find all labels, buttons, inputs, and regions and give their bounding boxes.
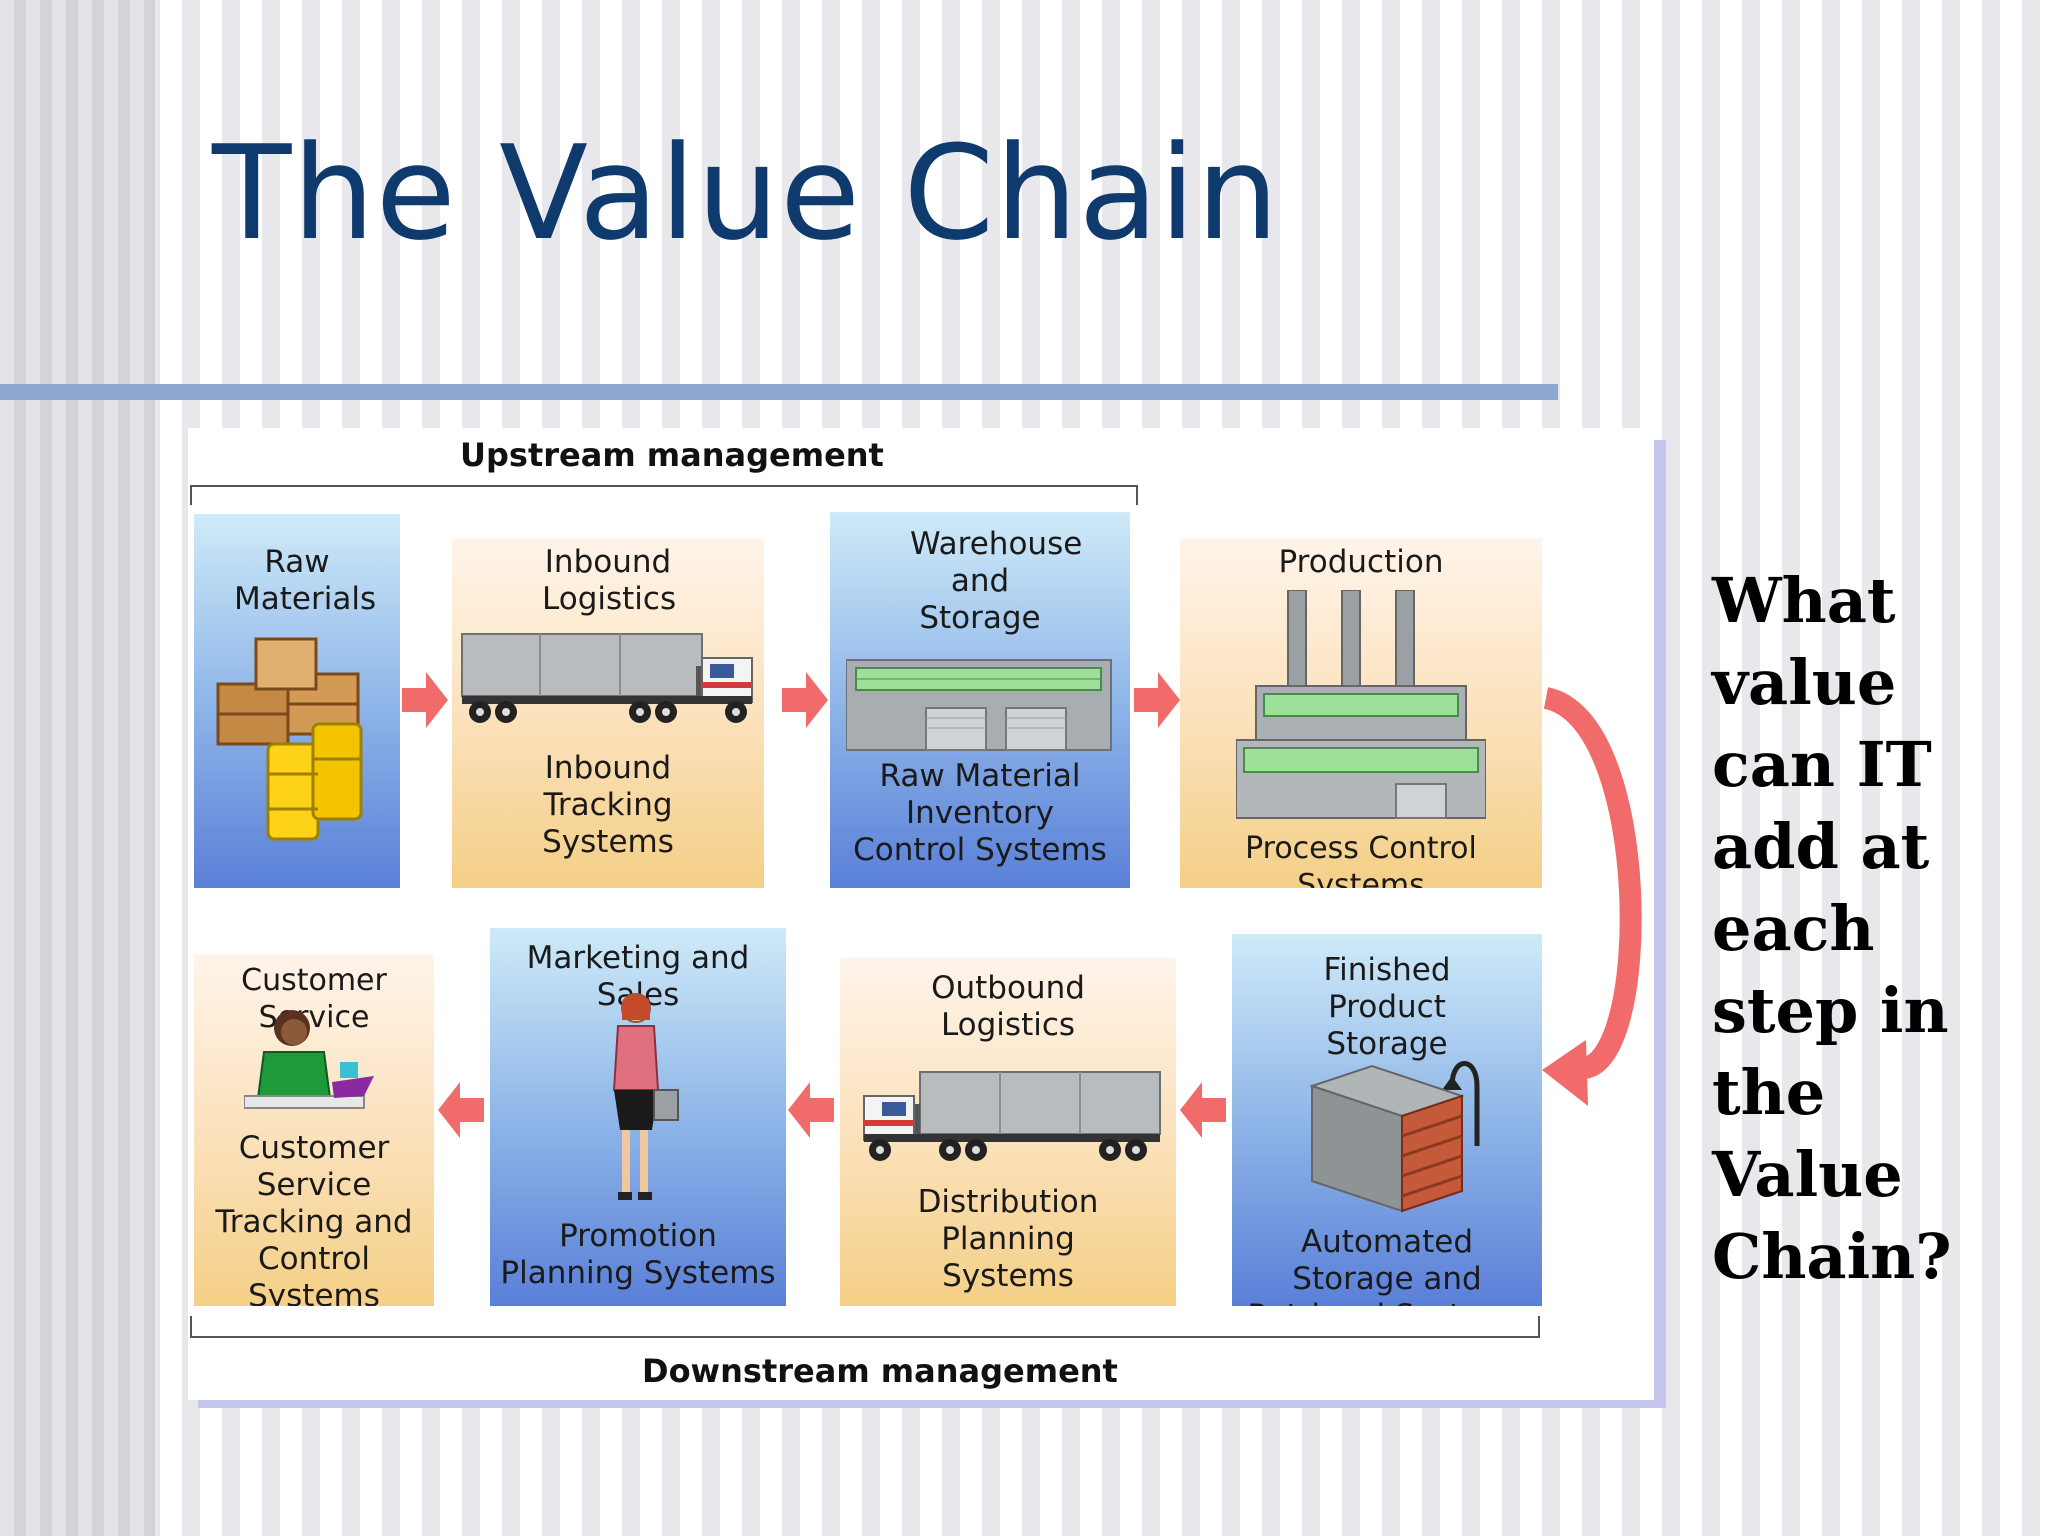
value-question: What value can IT add at each step in th… (1712, 560, 2012, 1298)
stage-customer-service-system: Customer Service Tracking and Control Sy… (215, 1130, 413, 1306)
flow-arrow-right-1 (402, 672, 448, 728)
title-underline (0, 384, 1558, 400)
question-line-8: Value (1712, 1138, 1903, 1211)
stage-production-name: Production (1278, 544, 1444, 580)
stage-finished-storage-name: Finished Product Storage (1323, 952, 1451, 1062)
upstream-bracket (190, 485, 1138, 505)
value-chain-figure: Upstream management Raw Materials Inboun… (188, 428, 1654, 1400)
flow-arrow-left-1 (1180, 1082, 1226, 1138)
upstream-management-label: Upstream management (460, 436, 884, 474)
stage-inbound-logistics-name: Inbound Logistics (542, 544, 677, 617)
stage-inbound-logistics-system: Inbound Tracking Systems (542, 750, 674, 860)
flow-arrow-left-2 (788, 1082, 834, 1138)
stage-marketing-system: Promotion Planning Systems (500, 1218, 776, 1291)
customer-service-agent-icon (244, 1010, 374, 1109)
question-line-2: value (1712, 646, 1897, 719)
downstream-bracket (190, 1316, 1540, 1338)
stage-outbound-logistics-name: Outbound Logistics (931, 970, 1085, 1043)
question-line-6: step in (1712, 974, 1949, 1047)
stage-warehouse-name: Warehouse and Storage (910, 526, 1083, 636)
stage-outbound-logistics-system: Distribution Planning Systems (917, 1184, 1099, 1294)
question-line-7: the (1712, 1056, 1826, 1129)
downstream-management-label: Downstream management (642, 1352, 1118, 1390)
crates-and-barrels-icon (216, 637, 363, 841)
question-line-1: What (1712, 564, 1896, 637)
stage-outbound-logistics: Outbound Logistics Distribution Planning… (840, 958, 1176, 1306)
question-line-9: Chain? (1712, 1220, 1952, 1293)
stage-production: Production Process Control Systems (1180, 538, 1542, 888)
stage-production-system: Process Control Systems (1245, 831, 1477, 888)
flow-arrow-right-2 (782, 672, 828, 728)
question-line-3: can IT (1712, 728, 1932, 801)
left-stripe-band (0, 0, 155, 1536)
stage-marketing-sales: Marketing and Sales Promotion Planning S… (490, 928, 786, 1306)
factory-icon (1236, 590, 1486, 819)
slide-title: The Value Chain (212, 117, 1280, 269)
truck-icon (461, 633, 753, 723)
flow-arrow-curve-down (1542, 687, 1642, 1106)
stage-raw-materials: Raw Materials (194, 514, 400, 888)
question-line-5: each (1712, 892, 1875, 965)
warehouse-icon (846, 659, 1112, 751)
flow-arrow-left-3 (438, 1082, 484, 1138)
flow-arrow-right-3 (1134, 672, 1180, 728)
stage-raw-materials-name: Raw Materials (234, 544, 377, 617)
stage-warehouse-system: Raw Material Inventory Control Systems (853, 758, 1107, 868)
question-line-4: add at (1712, 810, 1930, 883)
stage-finished-storage-system: Automated Storage and Retrieval Systems (1247, 1224, 1526, 1306)
stage-finished-product-storage: Finished Product Storage Automated Stora… (1232, 934, 1542, 1306)
salesperson-icon (612, 993, 679, 1200)
storage-unit-icon (1308, 1061, 1480, 1213)
stage-inbound-logistics: Inbound Logistics Inbound Tracking Syste… (452, 538, 764, 888)
stage-customer-service: Customer Service Customer Service Tracki… (194, 954, 434, 1306)
truck-icon-outbound (863, 1071, 1161, 1161)
stage-warehouse-storage: Warehouse and Storage Raw Material Inven… (830, 512, 1130, 888)
